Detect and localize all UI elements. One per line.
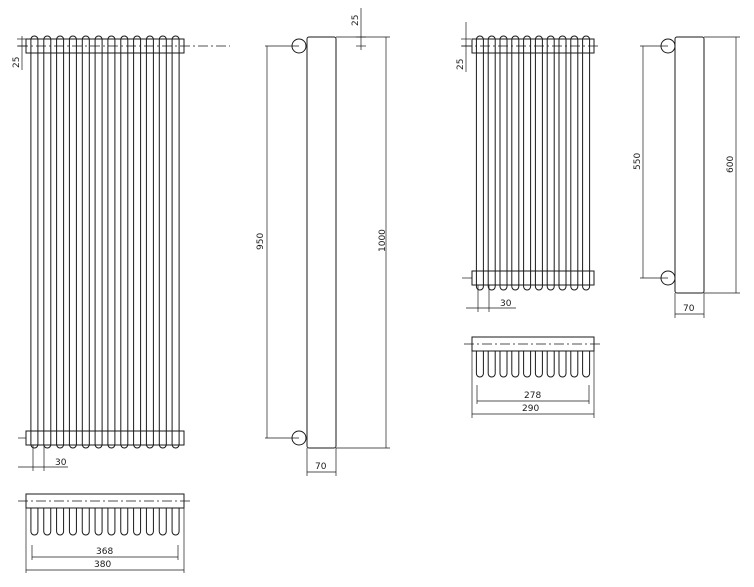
small-pipe-stub <box>499 351 508 378</box>
large-height-label: 1000 <box>378 229 388 252</box>
small-top-offset-label: 25 <box>456 59 466 70</box>
small-top-view: 278 290 <box>464 336 600 418</box>
small-front-view: 25 30 <box>456 22 600 312</box>
small-outer-width-label: 290 <box>522 404 539 414</box>
large-pipe-column <box>107 35 116 449</box>
large-front-columns <box>30 35 180 449</box>
large-side-offset-label: 25 <box>351 15 361 26</box>
large-side-view: 950 1000 25 70 <box>256 8 390 476</box>
large-pipe-column <box>94 35 103 449</box>
small-bottom-header <box>471 270 595 286</box>
large-pitch-label: 30 <box>55 458 67 468</box>
small-pipe-stub <box>546 351 555 378</box>
large-pipe-stub <box>107 508 116 536</box>
small-pitch-label: 30 <box>500 299 512 309</box>
large-pipe-column <box>30 35 39 449</box>
small-pipe-column <box>523 35 532 291</box>
large-inner-width-label: 368 <box>96 547 113 557</box>
large-top-view-stubs <box>30 508 180 536</box>
small-height-label: 600 <box>726 156 736 173</box>
large-pipe-stub <box>171 508 180 536</box>
large-inlet-spacing-label: 950 <box>256 233 266 250</box>
small-front-columns <box>475 35 591 291</box>
large-side-body <box>306 36 337 449</box>
small-pipe-stub <box>534 351 543 378</box>
large-pipe-stub <box>43 508 52 536</box>
large-outer-width-label: 380 <box>94 560 111 570</box>
small-pipe-stub <box>487 351 496 378</box>
large-pipe-stub <box>120 508 129 536</box>
large-pipe-column <box>120 35 129 449</box>
large-pipe-column <box>171 35 180 449</box>
large-pipe-stub <box>68 508 77 536</box>
large-pipe-stub <box>30 508 39 536</box>
large-pipe-stub <box>158 508 167 536</box>
large-pipe-column <box>145 35 154 449</box>
large-pipe-column <box>158 35 167 449</box>
small-pipe-column <box>511 35 520 291</box>
small-depth-label: 70 <box>683 304 695 314</box>
small-pipe-column <box>499 35 508 291</box>
large-depth-label: 70 <box>315 462 327 472</box>
small-pipe-stub <box>582 351 591 378</box>
large-pipe-column <box>43 35 52 449</box>
large-pipe-stub <box>94 508 103 536</box>
small-side-body <box>674 36 705 294</box>
large-front-view: 25 30 <box>12 35 230 471</box>
small-pipe-stub <box>511 351 520 378</box>
large-pipe-stub <box>133 508 142 536</box>
small-pipe-column <box>582 35 591 291</box>
large-top-offset-label: 25 <box>12 57 22 68</box>
small-inner-width-label: 278 <box>524 391 541 401</box>
small-pipe-stub <box>475 351 484 378</box>
small-pipe-column <box>546 35 555 291</box>
small-inlet-spacing-label: 550 <box>633 153 643 170</box>
small-pipe-column <box>558 35 567 291</box>
small-pipe-column <box>534 35 543 291</box>
large-pipe-column <box>133 35 142 449</box>
small-pipe-column <box>487 35 496 291</box>
small-side-view: 550 600 70 <box>633 36 740 318</box>
small-pipe-column <box>570 35 579 291</box>
small-pipe-stub <box>523 351 532 378</box>
large-pipe-column <box>81 35 90 449</box>
large-pipe-column <box>56 35 65 449</box>
small-top-view-stubs <box>475 351 591 378</box>
large-pipe-stub <box>81 508 90 536</box>
small-pipe-stub <box>558 351 567 378</box>
large-pipe-stub <box>56 508 65 536</box>
large-pipe-stub <box>145 508 154 536</box>
large-bottom-header <box>25 430 185 446</box>
large-pipe-column <box>68 35 77 449</box>
small-pipe-stub <box>570 351 579 378</box>
small-pipe-column <box>475 35 484 291</box>
large-top-view: 368 380 <box>18 493 190 573</box>
